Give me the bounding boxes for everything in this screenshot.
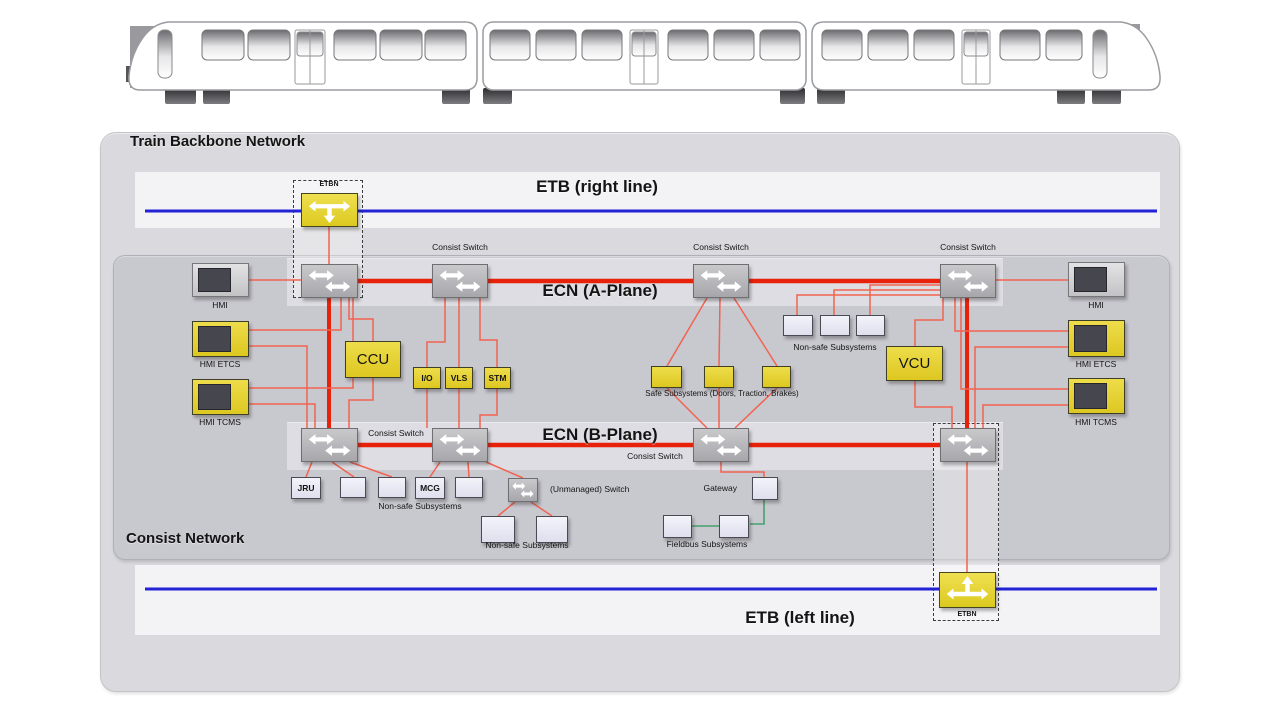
safe-label: Safe Subsystems (Doors, Traction, Brakes… — [645, 389, 799, 398]
switch-arrows-icon — [947, 270, 989, 292]
consist-switch-b2 — [432, 428, 488, 462]
etbn-bottom — [939, 572, 996, 608]
three-way-arrow-icon — [308, 200, 351, 224]
nonsafe-top-1 — [783, 315, 813, 336]
safe-subsystem-2 — [704, 366, 734, 388]
hmi-etcs-left — [192, 321, 249, 357]
switch-arrows-icon — [439, 434, 481, 456]
etb-left-band — [135, 565, 1160, 635]
nonsafe-b1-2 — [378, 477, 406, 498]
display-screen — [198, 326, 231, 352]
switch-arrows-icon — [439, 270, 481, 292]
jru-label: JRU — [297, 483, 315, 493]
nonsafe-b1-3 — [455, 477, 483, 498]
vcu-label: VCU — [898, 355, 931, 372]
vls-label: VLS — [450, 373, 468, 383]
train-illustration — [126, 21, 1161, 104]
etbn-bottom-label: ETBN — [957, 611, 977, 618]
hmi-etcs-left-label: HMI ETCS — [199, 359, 241, 369]
vcu: VCU — [886, 346, 943, 381]
three-way-arrow-icon — [946, 576, 989, 600]
display-screen — [1074, 267, 1107, 292]
vls: VLS — [445, 367, 473, 389]
unmanaged-label: (Unmanaged) Switch — [550, 484, 630, 494]
cs-label-b3: Consist Switch — [627, 451, 683, 461]
hmi-right — [1068, 262, 1125, 297]
display-screen — [198, 268, 231, 292]
nonsafe-top-3 — [856, 315, 885, 336]
nonsafe-b1-label: Non-safe Subsystems — [378, 501, 462, 511]
gateway — [752, 477, 778, 500]
nonsafe-b2-label: Non-safe Subsystems — [485, 540, 569, 550]
switch-arrows-icon — [512, 482, 534, 498]
jru: JRU — [291, 477, 321, 499]
ccu: CCU — [345, 341, 401, 378]
etb-right-title: ETB (right line) — [536, 177, 658, 196]
display-screen — [198, 384, 231, 410]
nonsafe-top-label: Non-safe Subsystems — [793, 342, 877, 352]
etb-left-title: ETB (left line) — [745, 608, 855, 627]
ecn-a-title: ECN (A-Plane) — [542, 281, 658, 300]
nonsafe-b1-1 — [340, 477, 366, 498]
cs-label-a3: Consist Switch — [693, 242, 749, 252]
consist-switch-b1 — [301, 428, 358, 462]
cs-label-a2: Consist Switch — [432, 242, 488, 252]
hmi-etcs-right-label: HMI ETCS — [1075, 359, 1117, 369]
fieldbus-1 — [663, 515, 692, 538]
io-label: I/O — [421, 373, 433, 383]
etbn-top — [301, 193, 358, 227]
consist-title: Consist Network — [126, 530, 245, 547]
etbn-top-label: ETBN — [319, 181, 339, 188]
consist-switch-b4 — [940, 428, 996, 462]
hmi-tcms-left — [192, 379, 249, 415]
switch-arrows-icon — [700, 270, 742, 292]
switch-arrows-icon — [947, 434, 989, 456]
switch-arrows-icon — [308, 434, 351, 456]
backbone-title: Train Backbone Network — [130, 133, 306, 150]
nonsafe-top-2 — [820, 315, 850, 336]
safe-subsystem-3 — [762, 366, 791, 388]
cs-label-a4: Consist Switch — [940, 242, 996, 252]
hmi-etcs-right — [1068, 320, 1125, 357]
hmi-right-label: HMI — [1088, 300, 1104, 310]
ccu-label: CCU — [356, 351, 390, 368]
switch-arrows-icon — [700, 434, 742, 456]
hmi-left — [192, 263, 249, 297]
io: I/O — [413, 367, 441, 389]
display-screen — [1074, 325, 1107, 352]
mcg: MCG — [415, 477, 445, 499]
hmi-tcms-right — [1068, 378, 1125, 414]
cs-label-b1: Consist Switch — [368, 428, 424, 438]
nonsafe-b2-2 — [536, 516, 568, 543]
stm-label: STM — [488, 373, 507, 383]
nonsafe-b2-1 — [481, 516, 515, 543]
gateway-label: Gateway — [703, 483, 737, 493]
fieldbus-label: Fieldbus Subsystems — [666, 539, 748, 549]
hmi-left-label: HMI — [212, 300, 228, 310]
consist-switch-a1 — [301, 264, 358, 298]
unmanaged-switch — [508, 478, 538, 502]
mcg-label: MCG — [420, 483, 440, 493]
consist-switch-a3 — [693, 264, 749, 298]
fieldbus-2 — [719, 515, 749, 538]
switch-arrows-icon — [308, 270, 351, 292]
ecn-b-title: ECN (B-Plane) — [542, 425, 658, 444]
hmi-tcms-left-label: HMI TCMS — [199, 417, 241, 427]
stm: STM — [484, 367, 511, 389]
consist-switch-a4 — [940, 264, 996, 298]
consist-switch-b3 — [693, 428, 749, 462]
hmi-tcms-right-label: HMI TCMS — [1075, 417, 1117, 427]
safe-subsystem-1 — [651, 366, 682, 388]
consist-switch-a2 — [432, 264, 488, 298]
display-screen — [1074, 383, 1107, 409]
